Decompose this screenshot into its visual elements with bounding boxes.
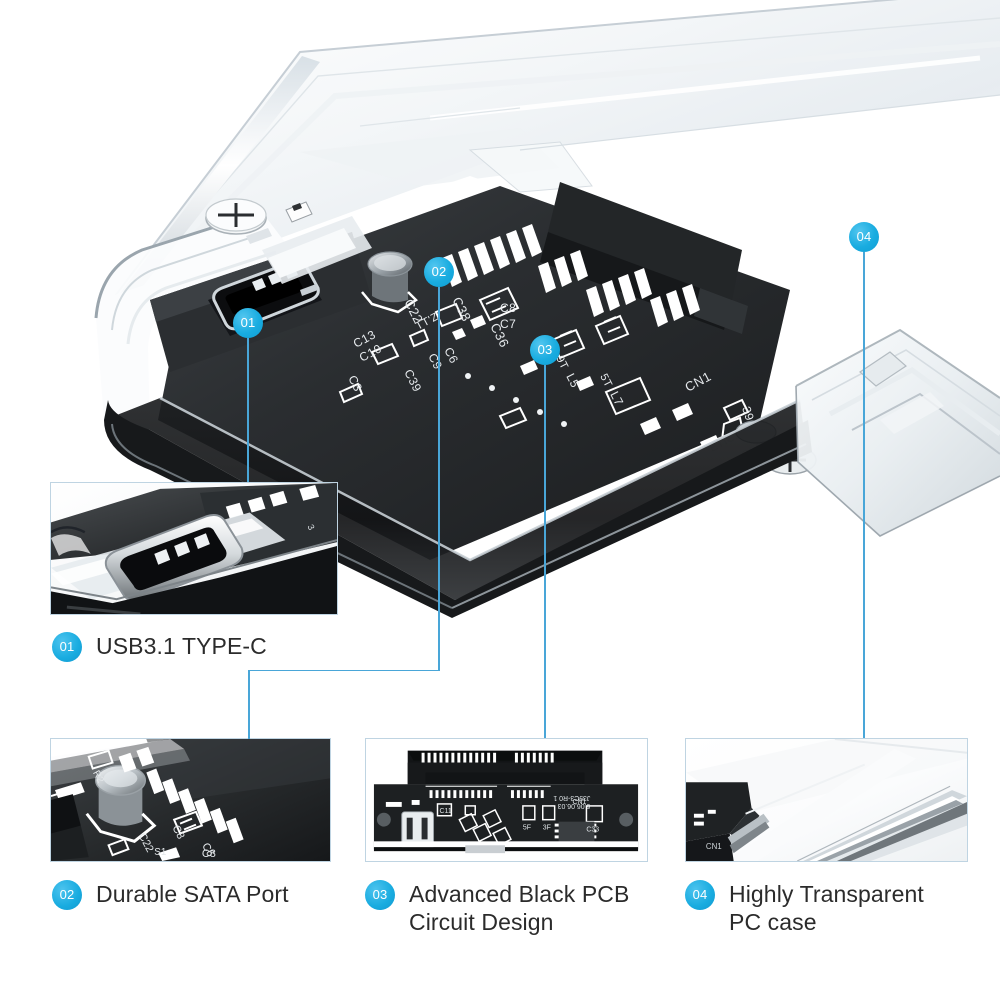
lead-line-02-vertical — [438, 287, 440, 671]
type-c-connector-shape — [104, 514, 244, 602]
hero-badge-02[interactable]: 02 — [424, 257, 454, 287]
svg-text:5F: 5F — [523, 825, 531, 832]
sata-port-closeup-illustration: C22 C8 C6 R2 S1 C8 — [51, 739, 330, 861]
legend-badge-02: 02 — [52, 880, 82, 910]
svg-text:6.06.06.03: 6.06.06.03 — [557, 802, 590, 809]
hero-badge-04[interactable]: 04 — [849, 222, 879, 252]
svg-text:L5: L5 — [563, 371, 582, 390]
thumbnail-02-sata-port[interactable]: C22 C8 C6 R2 S1 C8 — [50, 738, 331, 862]
pcb-silkscreen-hero — [338, 286, 750, 430]
svg-text:C7: C7 — [500, 317, 516, 331]
legend-row-01: 01 USB3.1 TYPE-C — [52, 632, 267, 662]
legend-label-01: USB3.1 TYPE-C — [96, 633, 267, 659]
case-edge-rails — [803, 790, 967, 861]
svg-text:9T: 9T — [553, 354, 570, 372]
thumbnail-01-usb-type-c[interactable]: C1 3 — [50, 482, 338, 615]
svg-text:C8: C8 — [500, 301, 516, 315]
thumbnail-04-pc-case[interactable]: CN1 — [685, 738, 968, 862]
capacitor-c22-hero — [361, 251, 418, 314]
lead-line-02-horizontal — [248, 669, 439, 672]
transparent-pc-case-illustration: CN1 — [686, 739, 967, 861]
round-component-hero — [205, 198, 267, 235]
svg-text:3: 3 — [305, 523, 316, 532]
svg-text:CN1: CN1 — [573, 799, 587, 806]
legend-row-03: 03 Advanced Black PCB Circuit Design — [365, 880, 629, 936]
legend-row-04: 04 Highly Transparent PC case — [685, 880, 924, 936]
svg-text:C6: C6 — [441, 345, 461, 366]
legend-badge-04: 04 — [685, 880, 715, 910]
svg-text:CN1: CN1 — [706, 842, 722, 851]
legend-badge-03: 03 — [365, 880, 395, 910]
black-pcb-board-illustration: C11 5F 3F C33 CN1 J39C3-R0 1 6.06.06.03 — [366, 739, 647, 861]
svg-text:5T: 5T — [597, 372, 614, 390]
legend-label-04: Highly Transparent PC case — [729, 881, 924, 935]
legend-row-02: 02 Durable SATA Port — [52, 880, 289, 910]
legend-badge-01: 01 — [52, 632, 82, 662]
legend-label-03: Advanced Black PCB Circuit Design — [409, 881, 630, 935]
svg-text:C8: C8 — [202, 848, 216, 860]
svg-text:C33: C33 — [586, 827, 599, 834]
svg-text:3F: 3F — [543, 825, 551, 832]
svg-text:J39C3-R0 1: J39C3-R0 1 — [553, 794, 590, 801]
svg-text:L7: L7 — [607, 389, 626, 408]
lead-line-02-dropdown — [248, 669, 250, 739]
hero-badge-01[interactable]: 01 — [233, 308, 263, 338]
hero-badge-03[interactable]: 03 — [530, 335, 560, 365]
usb-type-c-closeup-illustration: C1 3 — [51, 483, 337, 614]
svg-text:R2: R2 — [90, 769, 106, 785]
svg-text:S1: S1 — [154, 847, 167, 858]
capacitor-c22-thumb — [85, 764, 157, 843]
svg-text:C3: C3 — [345, 373, 365, 394]
lead-line-03 — [544, 365, 546, 738]
thumbnail-03-black-pcb[interactable]: C11 5F 3F C33 CN1 J39C3-R0 1 6.06.06.03 — [365, 738, 648, 862]
legend-label-02: Durable SATA Port — [96, 881, 289, 907]
svg-text:C11: C11 — [439, 808, 451, 815]
svg-text:C9: C9 — [425, 351, 445, 372]
lead-line-01 — [247, 338, 249, 482]
lead-line-04 — [863, 252, 865, 738]
svg-text:C6: C6 — [199, 841, 216, 859]
svg-text:C8: C8 — [169, 823, 186, 841]
